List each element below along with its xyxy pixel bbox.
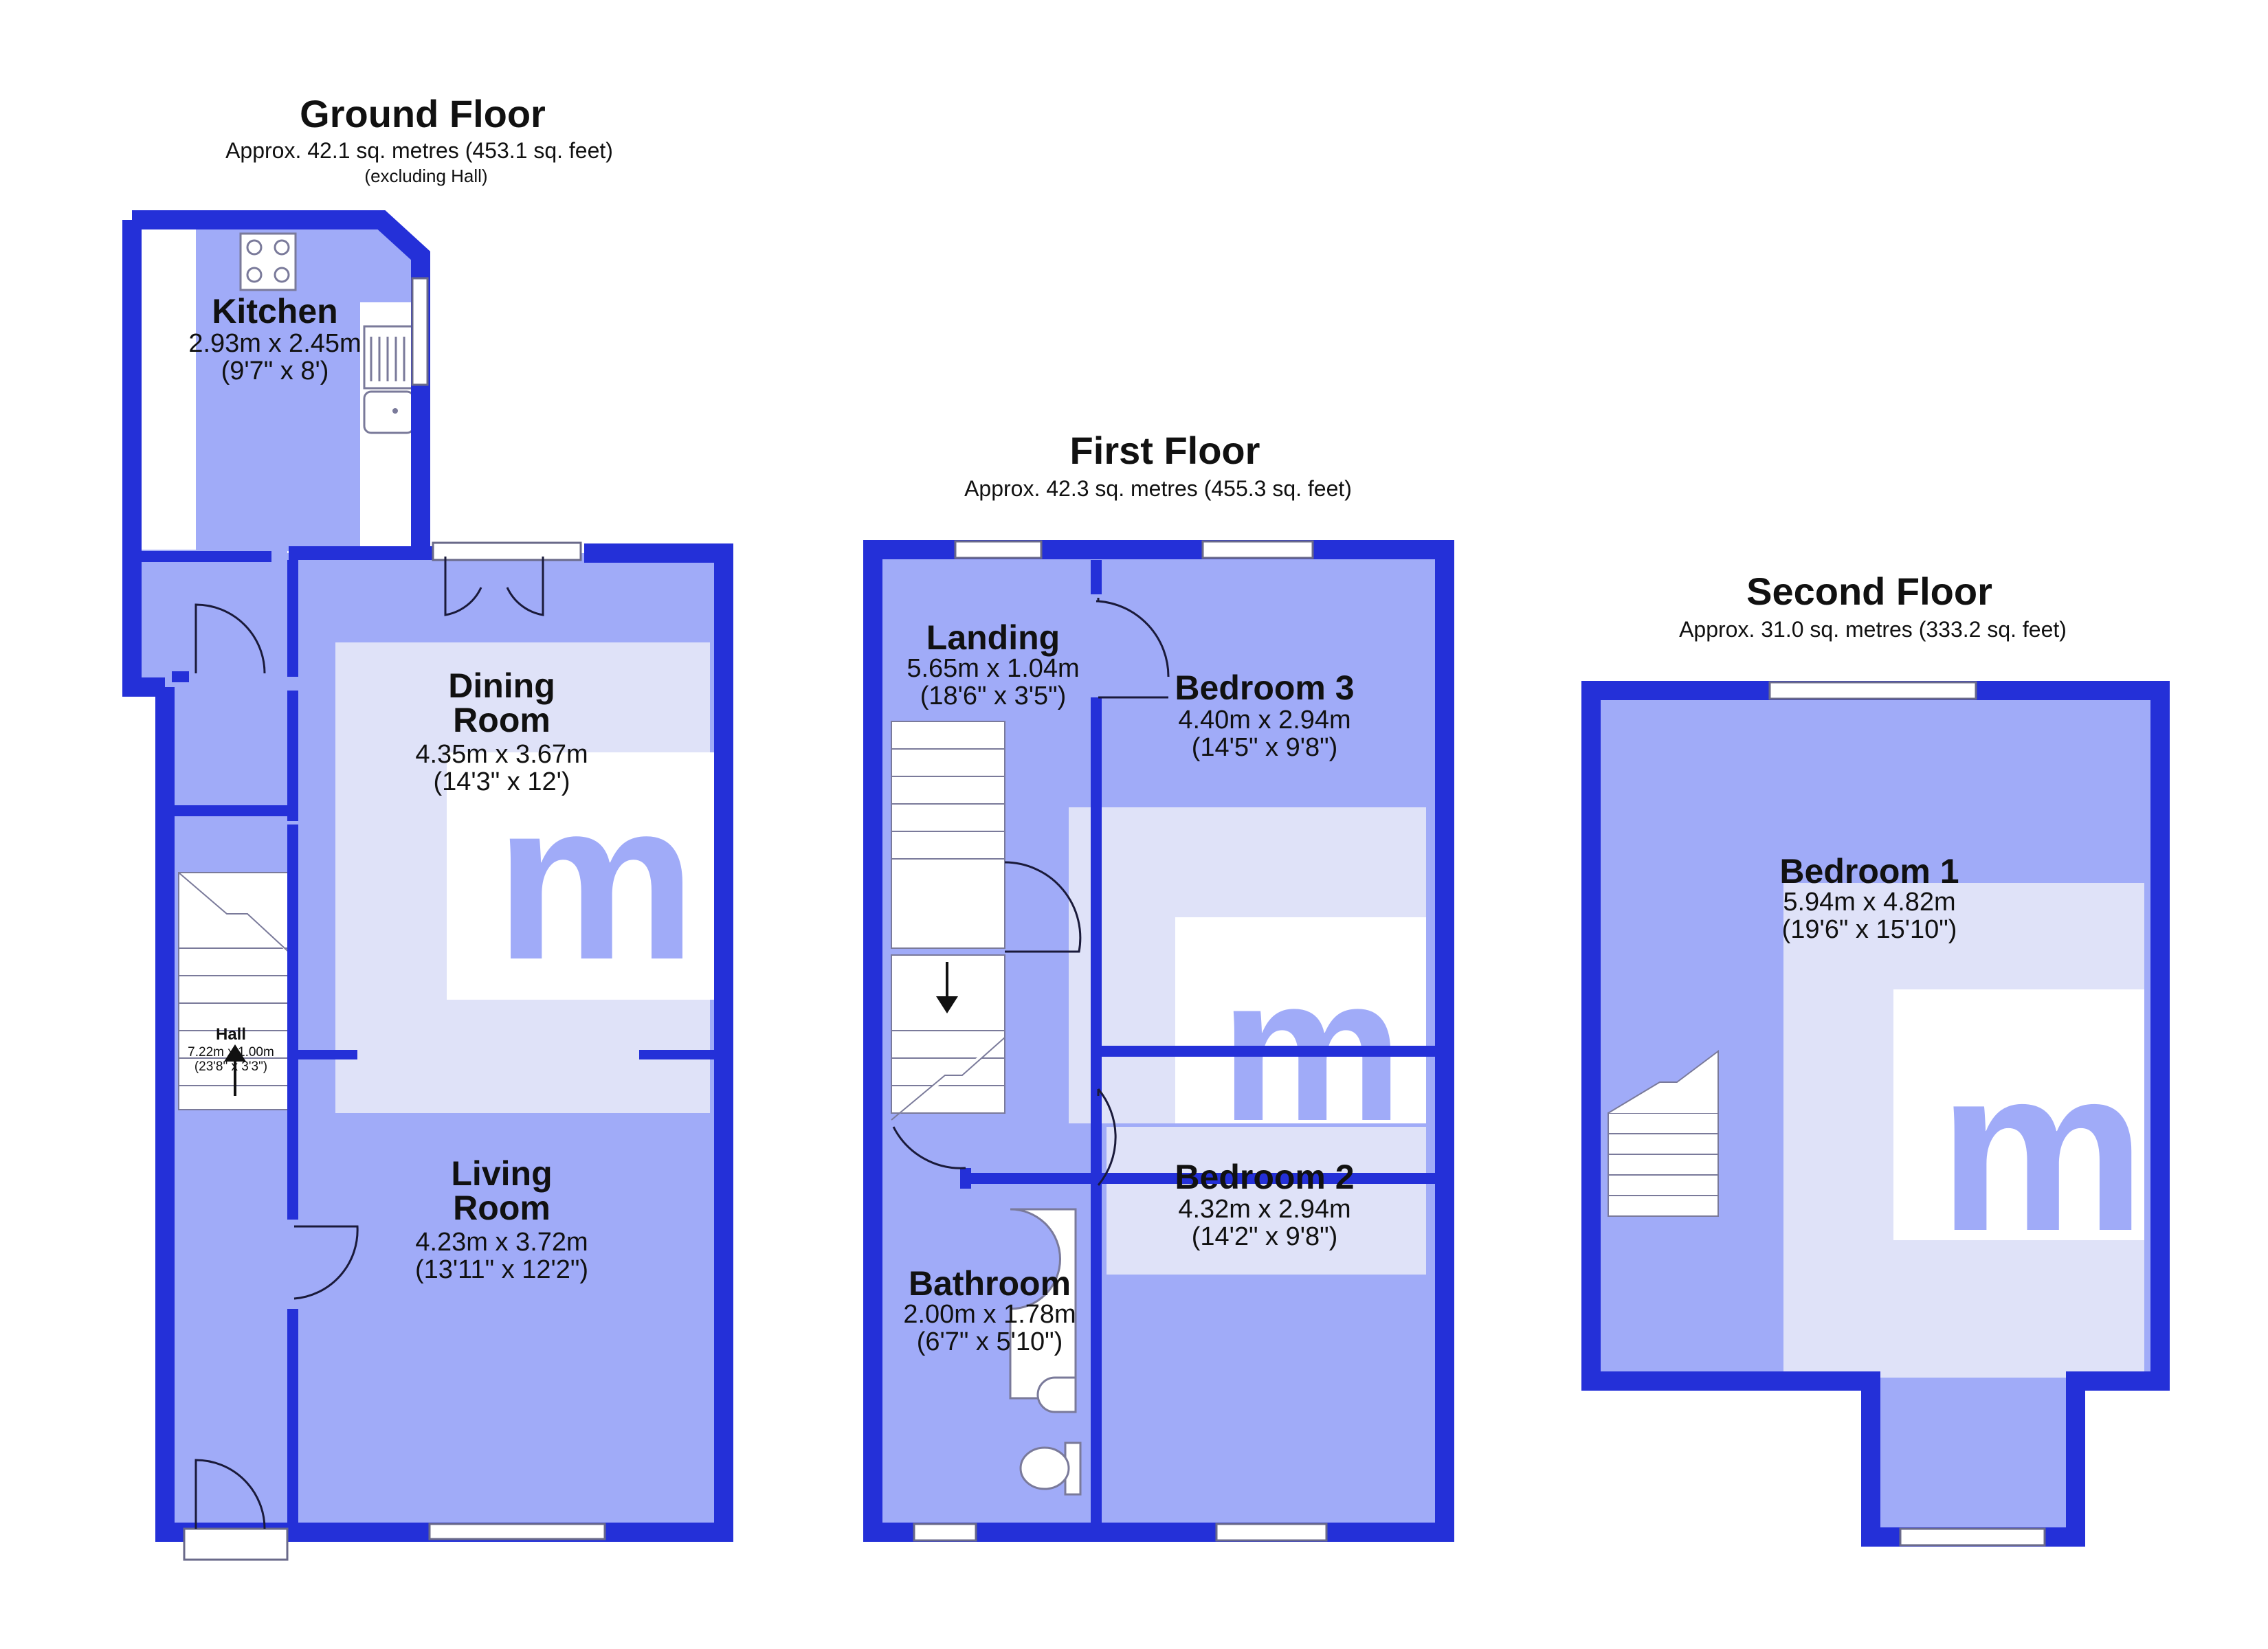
bedroom3-dimensions: 4.40m x 2.94m — [1178, 706, 1350, 734]
sink-icon — [363, 325, 415, 434]
second-floor-walls — [1581, 681, 2170, 1547]
landing-dimensions-imperial: (18'6" x 3'5") — [920, 682, 1067, 710]
bedroom1-dimensions: 5.94m x 4.82m — [1783, 888, 1955, 917]
bathroom-window — [913, 1523, 977, 1542]
second-floor-staircase — [1608, 1050, 1719, 1217]
bedroom3-label: Bedroom 3 — [1175, 669, 1354, 707]
living-door — [293, 1225, 359, 1300]
kitchen-window — [411, 277, 429, 386]
bathroom-label: Bathroom — [909, 1264, 1071, 1303]
kitchen-dimensions: 2.93m x 2.45m — [188, 329, 361, 358]
bedroom2-window — [1215, 1523, 1328, 1542]
dining-room-dimensions-imperial: (14'3" x 12') — [433, 767, 570, 796]
dining-french-doors — [444, 557, 544, 616]
hall-dimensions: 7.22m x 1.00m — [188, 1045, 274, 1059]
bedroom1-dimensions-imperial: (19'6" x 15'10") — [1782, 915, 1957, 944]
bedroom1-rear-window — [1768, 681, 1977, 700]
living-room-label-line1: Living — [451, 1154, 552, 1193]
landing-dimensions: 5.65m x 1.04m — [907, 654, 1079, 683]
landing-label: Landing — [926, 618, 1060, 657]
dining-room-dimensions: 4.35m x 3.67m — [415, 740, 588, 769]
dining-room-label-line2: Room — [453, 701, 551, 739]
kitchen-dimensions-imperial: (9'7" x 8') — [221, 357, 329, 385]
ground-floor-title: Ground Floor — [300, 92, 546, 135]
front-door — [194, 1459, 266, 1529]
bedroom1-front-window — [1899, 1527, 2046, 1547]
bathroom-door — [892, 1126, 966, 1169]
bedroom3-dimensions-imperial: (14'5" x 9'8") — [1192, 733, 1338, 762]
hall-dimensions-imperial: (23'8" x 3'3") — [194, 1059, 267, 1074]
bedroom2-dimensions-imperial: (14'2" x 9'8") — [1192, 1222, 1338, 1251]
bedroom3-door — [1096, 598, 1170, 699]
bedroom3-window — [1201, 540, 1314, 559]
first-floor-walls — [863, 540, 1454, 1542]
living-room-label-line2: Room — [453, 1189, 551, 1227]
watermark-letter: m — [495, 753, 696, 1007]
bedroom2-door — [1097, 1088, 1117, 1186]
first-floor-title: First Floor — [1070, 429, 1260, 472]
living-room-dimensions-imperial: (13'11" x 12'2") — [415, 1255, 588, 1284]
dining-room-label-line1: Dining — [448, 666, 555, 705]
hall-staircase — [178, 872, 293, 1110]
kitchen-door — [194, 603, 266, 674]
second-floor-area: Approx. 31.0 sq. metres (333.2 sq. feet) — [1679, 617, 2067, 642]
ground-floor: m — [122, 92, 733, 1561]
down-arrow-icon — [936, 962, 958, 1013]
ground-floor-walls — [122, 210, 733, 1542]
dining-window — [432, 541, 582, 561]
first-floor-area: Approx. 42.3 sq. metres (455.3 sq. feet) — [964, 476, 1352, 501]
landing-window — [954, 540, 1043, 559]
up-arrow-icon — [224, 1044, 246, 1096]
toilet-icon — [1019, 1442, 1082, 1496]
second-floor-title: Second Floor — [1746, 570, 1992, 613]
bedroom2-dimensions: 4.32m x 2.94m — [1178, 1195, 1350, 1224]
watermark-letter-second: m — [1938, 1019, 2146, 1280]
bathroom-dimensions: 2.00m x 1.78m — [903, 1300, 1076, 1329]
first-floor-staircase — [891, 721, 1005, 1121]
basin-icon — [1036, 1376, 1077, 1413]
bathroom-dimensions-imperial: (6'7" x 5'10") — [917, 1327, 1063, 1356]
kitchen-label: Kitchen — [212, 292, 337, 330]
living-room-dimensions: 4.23m x 3.72m — [415, 1228, 588, 1257]
bedroom1-label: Bedroom 1 — [1779, 852, 1959, 890]
second-floor: m Second Floor Approx. 31.0 sq. metres (… — [1581, 570, 2170, 1547]
ground-floor-area: Approx. 42.1 sq. metres (453.1 sq. feet) — [225, 138, 613, 163]
bedroom2-label: Bedroom 2 — [1175, 1158, 1354, 1196]
first-floor: m — [863, 429, 1454, 1542]
hall-label: Hall — [216, 1025, 246, 1044]
ground-floor-area-note: (excluding Hall) — [364, 166, 487, 186]
hob-icon — [239, 232, 297, 291]
living-window — [428, 1523, 606, 1540]
bath-icon — [1009, 1208, 1077, 1400]
front-door-step — [183, 1527, 289, 1561]
landing-cupboard-door — [1004, 861, 1082, 953]
